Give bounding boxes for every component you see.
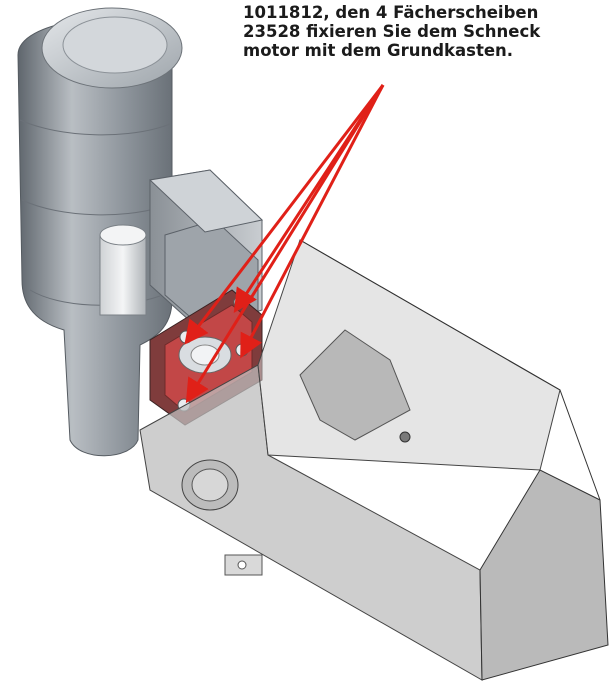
base-housing [139,239,609,681]
motor-top-cap-inner [62,16,168,74]
instruction-line-3: motor mit dem Grundkasten. [243,41,514,60]
internal-chute [299,329,411,441]
instruction-text: 1011812, den 4 Fächerscheiben 23528 fixi… [243,3,614,60]
instruction-line-2: 23528 fixieren Sie dem Schneck [243,22,541,41]
callout-arrows [184,84,385,404]
callout-arrow [184,84,385,345]
terminal-cylinder [99,224,147,316]
callout-arrow [240,84,385,359]
bolt-head [399,431,411,443]
motor [17,7,183,457]
housing-front [479,469,609,681]
instruction-line-1: 1011812, den 4 Fächerscheiben [243,3,539,22]
callout-arrow [185,84,385,404]
